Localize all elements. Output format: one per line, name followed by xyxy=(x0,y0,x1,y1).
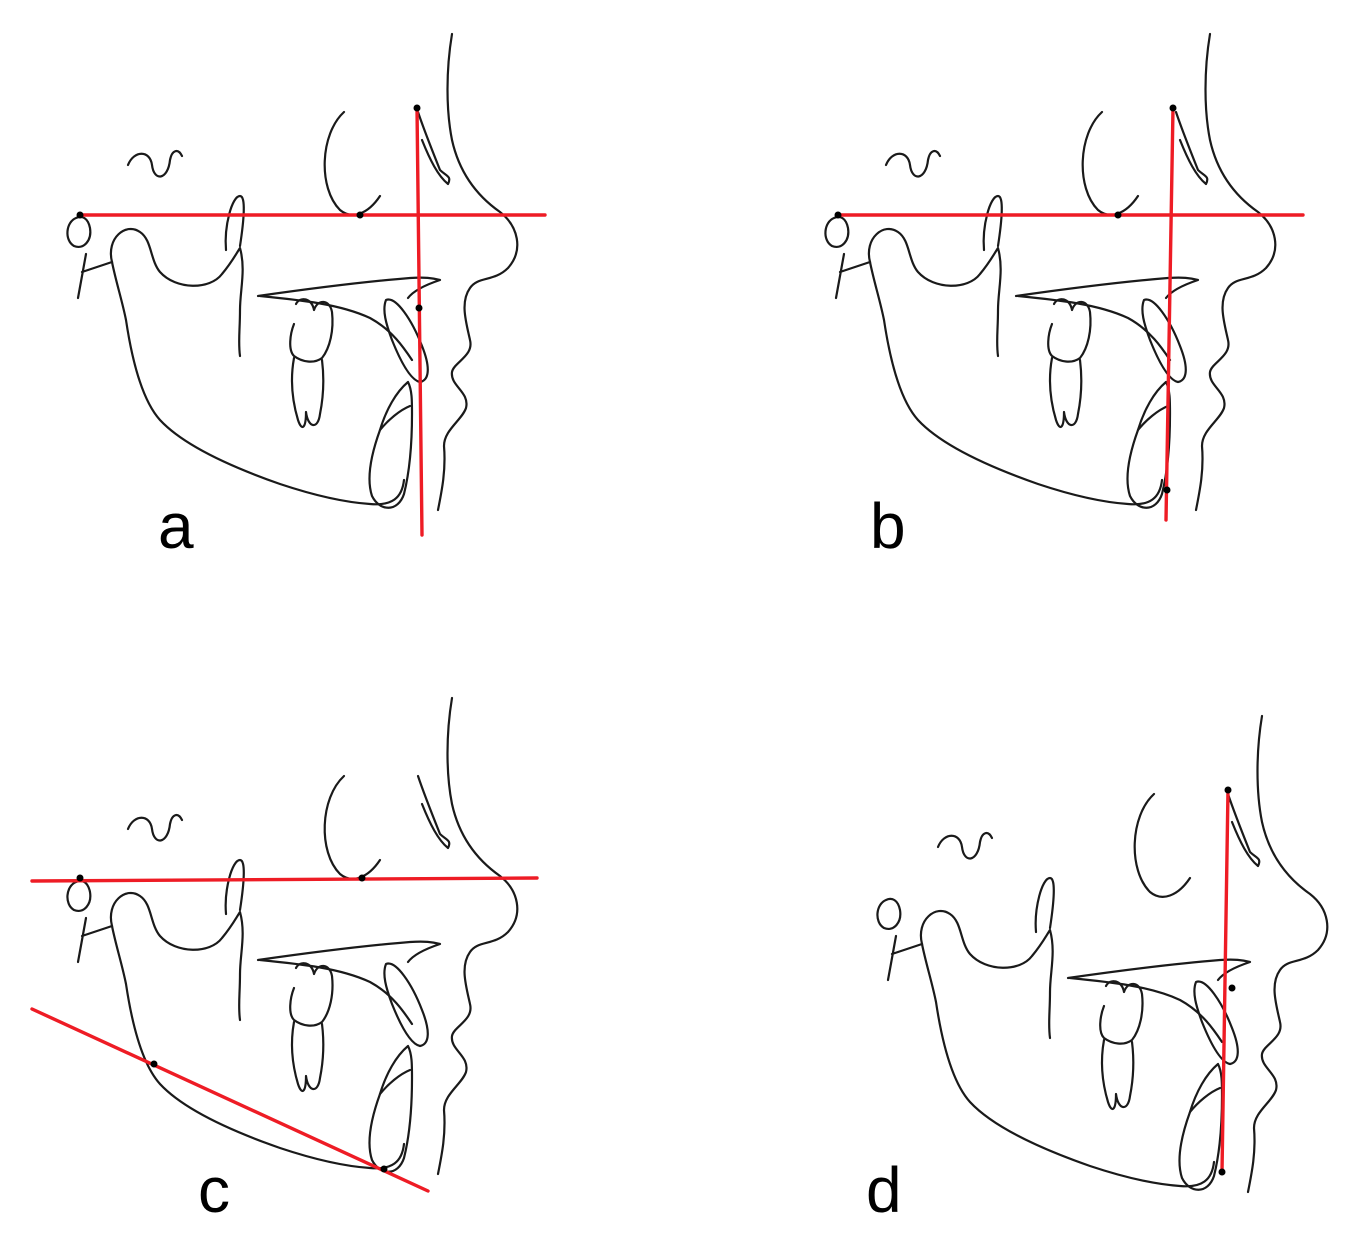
landmark-nasion-a xyxy=(413,104,421,112)
panel-a: a xyxy=(66,32,547,562)
line-vertical-a xyxy=(415,106,424,537)
line-mandibular-plane-c xyxy=(30,1007,430,1193)
landmark-orbitale-c xyxy=(358,874,366,882)
panel-label-c: c xyxy=(198,1154,230,1226)
landmark-nasion-d xyxy=(1224,786,1232,794)
panel-label-a: a xyxy=(158,490,194,562)
landmark-orbitale-a xyxy=(356,211,364,219)
tracing-d xyxy=(876,714,1329,1194)
tracing-c xyxy=(66,696,519,1176)
line-horizontal-c xyxy=(30,876,539,883)
landmark-menton-c xyxy=(380,1165,388,1173)
landmark-pogonion-d xyxy=(1218,1168,1226,1176)
panel-label-b: b xyxy=(870,490,906,562)
panel-c: c xyxy=(30,696,539,1226)
landmark-nasion-b xyxy=(1169,104,1177,112)
landmark-pogonion-b xyxy=(1163,486,1171,494)
landmark-porion-b xyxy=(834,211,842,219)
panel-b: b xyxy=(824,32,1305,562)
panel-label-d: d xyxy=(866,1154,902,1226)
landmark-a-point-d xyxy=(1228,984,1236,992)
line-vertical-b xyxy=(1164,106,1175,522)
landmark-orbitale-b xyxy=(1114,211,1122,219)
panel-d: d xyxy=(866,714,1329,1226)
line-facial-d xyxy=(1220,788,1230,1174)
tracing-b xyxy=(824,32,1277,512)
landmark-porion-a xyxy=(76,211,84,219)
tracing-a xyxy=(66,32,519,512)
landmark-gonion-c xyxy=(150,1060,158,1068)
landmark-porion-c xyxy=(76,874,84,882)
landmark-a-point-a xyxy=(415,304,423,312)
